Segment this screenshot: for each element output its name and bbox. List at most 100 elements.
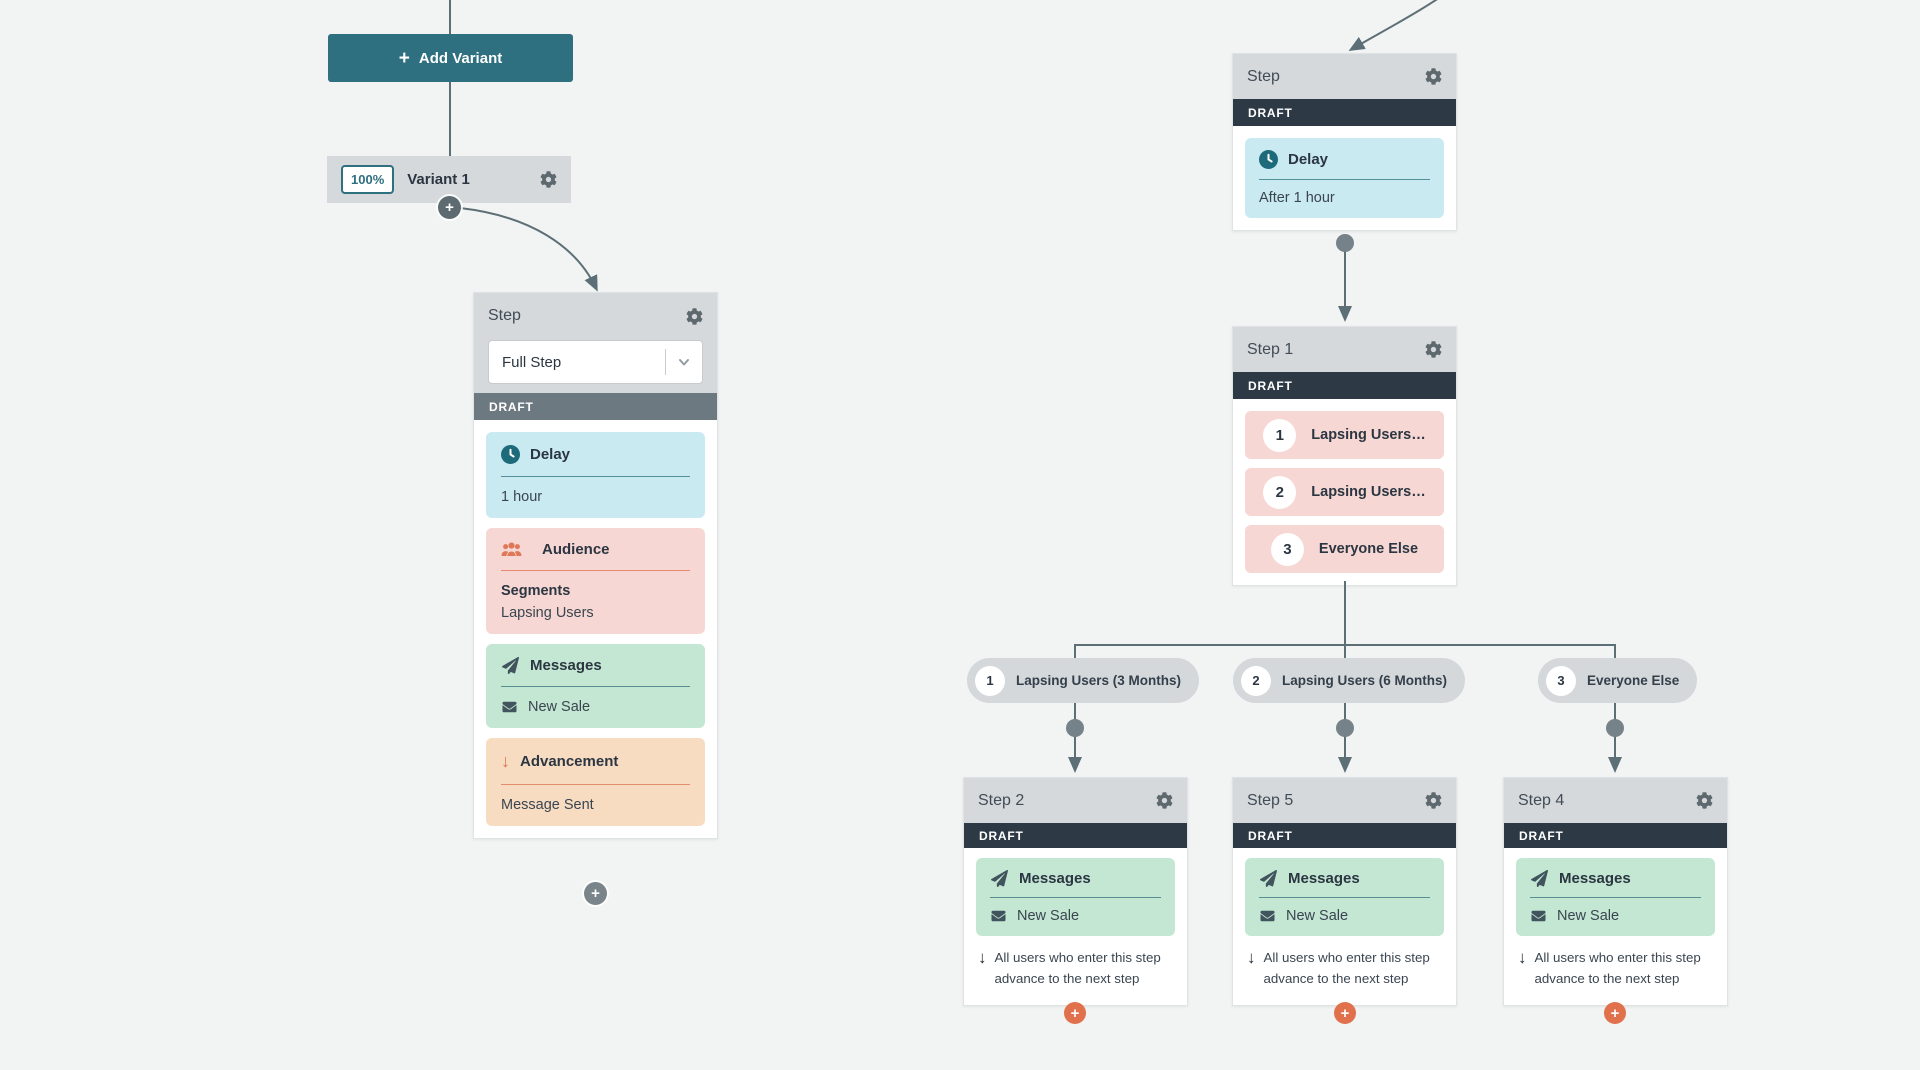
down-arrow-icon: ↓ [501, 751, 510, 771]
add-step-plus-button[interactable]: + [1064, 1002, 1086, 1024]
branch-number: 3 [1546, 665, 1576, 696]
plus-icon: + [445, 199, 454, 216]
branch-label: Everyone Else [1318, 541, 1419, 557]
plus-icon: + [398, 47, 410, 69]
gear-icon[interactable] [1696, 792, 1713, 809]
message-step-card[interactable]: Step 5 DRAFT Messages New Sale ↓ All us [1232, 777, 1457, 1007]
gear-icon[interactable] [1425, 341, 1442, 358]
add-step-plus-button[interactable]: + [584, 882, 607, 905]
block-title: Messages [1559, 870, 1631, 887]
message-value: New Sale [1017, 908, 1080, 924]
variant-name: Variant 1 [407, 171, 470, 188]
paper-plane-icon [502, 657, 520, 674]
gear-icon[interactable] [540, 171, 557, 188]
gear-icon[interactable] [1156, 792, 1173, 809]
delay-step-card[interactable]: Step DRAFT Delay After 1 hour [1232, 53, 1457, 231]
message-value: New Sale [1557, 908, 1620, 924]
chevron-down-icon [676, 354, 692, 370]
clock-icon [501, 445, 520, 464]
variant-percent-badge[interactable]: 100% [341, 165, 395, 194]
delay-value: 1 hour [501, 489, 543, 505]
add-step-plus-button[interactable]: + [438, 196, 461, 219]
block-title: Messages [530, 657, 602, 674]
messages-block[interactable]: Messages New Sale [486, 644, 705, 728]
message-step-card[interactable]: Step 4 DRAFT Messages New Sale ↓ All us [1503, 777, 1728, 1007]
gear-icon[interactable] [1425, 792, 1442, 809]
block-title: Messages [1019, 870, 1091, 887]
add-step-plus-button[interactable]: + [1604, 1002, 1626, 1024]
audience-value: Lapsing Users [501, 605, 594, 621]
status-badge: DRAFT [1233, 372, 1456, 399]
envelope-icon [1531, 910, 1546, 922]
message-value: New Sale [1286, 908, 1349, 924]
branch-label: Lapsing Users… [1311, 427, 1426, 443]
plus-icon: + [1340, 1004, 1350, 1022]
envelope-icon [991, 910, 1006, 922]
advance-note-text: All users who enter this step advance to… [994, 950, 1161, 986]
add-step-plus-button[interactable]: + [1334, 1002, 1356, 1024]
status-badge: DRAFT [964, 823, 1187, 848]
delay-block[interactable]: Delay After 1 hour [1245, 138, 1444, 218]
delay-block[interactable]: Delay 1 hour [486, 432, 705, 518]
messages-block[interactable]: Messages New Sale [1516, 858, 1715, 936]
branch-pill[interactable]: 3 Everyone Else [1538, 658, 1698, 703]
messages-block[interactable]: Messages New Sale [1245, 858, 1444, 936]
card-title: Step 5 [1247, 791, 1294, 809]
card-title: Step 1 [1247, 340, 1294, 358]
full-step-card-header: Step Full Step [474, 293, 717, 393]
step-type-select[interactable]: Full Step [488, 340, 703, 384]
card-title: Step [1247, 67, 1280, 85]
branch-pill[interactable]: 2 Lapsing Users (6 Months) [1233, 658, 1466, 703]
plus-icon: + [1070, 1004, 1080, 1022]
add-variant-button[interactable]: + Add Variant [328, 34, 573, 82]
gear-icon[interactable] [686, 307, 703, 325]
advancement-value: Message Sent [501, 797, 594, 813]
advance-note: ↓ All users who enter this step advance … [1247, 948, 1442, 989]
branch-row[interactable]: 1 Lapsing Users… [1245, 411, 1444, 459]
plus-icon: + [591, 885, 600, 902]
branch-row[interactable]: 2 Lapsing Users… [1245, 468, 1444, 516]
advancement-block[interactable]: ↓ Advancement Message Sent [486, 738, 705, 826]
split-step-card[interactable]: Step 1 DRAFT 1 Lapsing Users… 2 Lapsing … [1232, 326, 1457, 586]
branch-pill-label: Everyone Else [1587, 673, 1680, 688]
status-badge: DRAFT [1233, 823, 1456, 848]
branch-pill-label: Lapsing Users (6 Months) [1282, 673, 1448, 688]
block-title: Delay [530, 446, 571, 463]
branch-label: Lapsing Users… [1311, 484, 1426, 500]
full-step-card[interactable]: Step Full Step DRAFT Delay [473, 292, 718, 839]
block-title: Advancement [520, 753, 619, 770]
branch-number: 3 [1270, 532, 1304, 566]
branch-number: 1 [1263, 418, 1297, 452]
paper-plane-icon [1260, 870, 1278, 887]
gear-icon[interactable] [1425, 68, 1442, 85]
block-title: Messages [1288, 870, 1360, 887]
paper-plane-icon [1531, 870, 1549, 887]
advance-note-text: All users who enter this step advance to… [1263, 950, 1430, 986]
advance-note: ↓ All users who enter this step advance … [1518, 948, 1713, 989]
down-arrow-icon: ↓ [978, 948, 987, 967]
add-variant-label: Add Variant [418, 49, 503, 67]
message-step-card[interactable]: Step 2 DRAFT Messages New Sale ↓ All us [963, 777, 1188, 1007]
branch-row[interactable]: 3 Everyone Else [1245, 525, 1444, 573]
plus-icon: + [1610, 1004, 1620, 1022]
down-arrow-icon: ↓ [1518, 948, 1527, 967]
paper-plane-icon [991, 870, 1009, 887]
block-title: Delay [1288, 151, 1329, 168]
variant-bar[interactable]: 100% Variant 1 [327, 156, 571, 203]
message-value: New Sale [528, 699, 591, 715]
card-title: Step 4 [1518, 791, 1565, 809]
messages-block[interactable]: Messages New Sale [976, 858, 1175, 936]
envelope-icon [502, 701, 517, 713]
audience-block[interactable]: Audience Segments Lapsing Users [486, 528, 705, 634]
card-title: Step [488, 307, 521, 324]
advance-note: ↓ All users who enter this step advance … [978, 948, 1173, 989]
advance-note-text: All users who enter this step advance to… [1534, 950, 1701, 986]
branch-pill[interactable]: 1 Lapsing Users (3 Months) [967, 658, 1200, 703]
status-badge: DRAFT [1504, 823, 1727, 848]
clock-icon [1259, 150, 1278, 169]
branch-number: 1 [975, 665, 1005, 696]
card-title: Step 2 [978, 791, 1025, 809]
branch-number: 2 [1241, 665, 1271, 696]
branch-number: 2 [1263, 475, 1297, 509]
